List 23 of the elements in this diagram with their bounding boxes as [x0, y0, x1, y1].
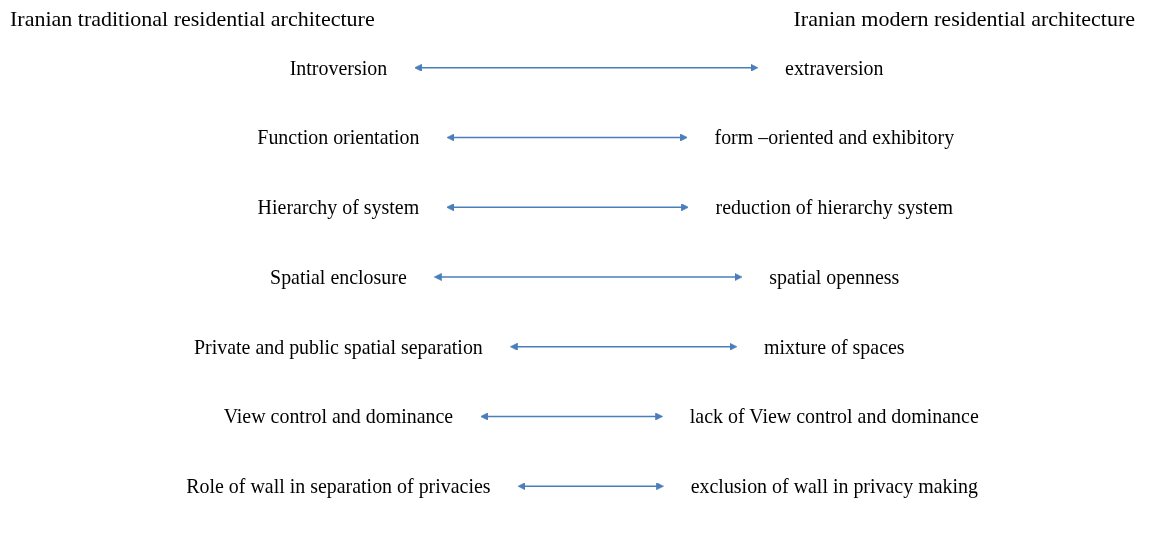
node-text: Function orientation — [257, 126, 420, 149]
node-text: lack of View control and dominance — [689, 405, 979, 428]
node-text: exclusion of wall in privacy making — [690, 474, 978, 498]
node-text: extraversion — [785, 56, 884, 80]
arrow — [414, 63, 759, 72]
arrow — [480, 412, 664, 421]
node-text: View control and dominance — [223, 405, 454, 428]
arrow — [433, 273, 743, 281]
arrow — [510, 342, 738, 351]
node-text: reduction of hierarchy system — [715, 195, 953, 219]
column-heading: Iranian traditional residential architecture — [10, 6, 375, 32]
node-text: Role of wall in separation of privacies — [186, 474, 491, 498]
node-text: Introversion — [289, 56, 388, 80]
node-text: Private and public spatial separation — [193, 335, 483, 359]
column-heading: Iranian modern residential architecture — [793, 6, 1135, 32]
node-text: Spatial enclosure — [270, 265, 407, 289]
arrow — [446, 203, 689, 212]
node-text: form –oriented and exhibitory — [714, 126, 955, 149]
node-text: mixture of spaces — [764, 335, 905, 359]
arrow — [517, 482, 664, 491]
node-text: Hierarchy of system — [257, 195, 420, 219]
arrow — [446, 133, 688, 142]
node-text: spatial openness — [769, 265, 900, 289]
